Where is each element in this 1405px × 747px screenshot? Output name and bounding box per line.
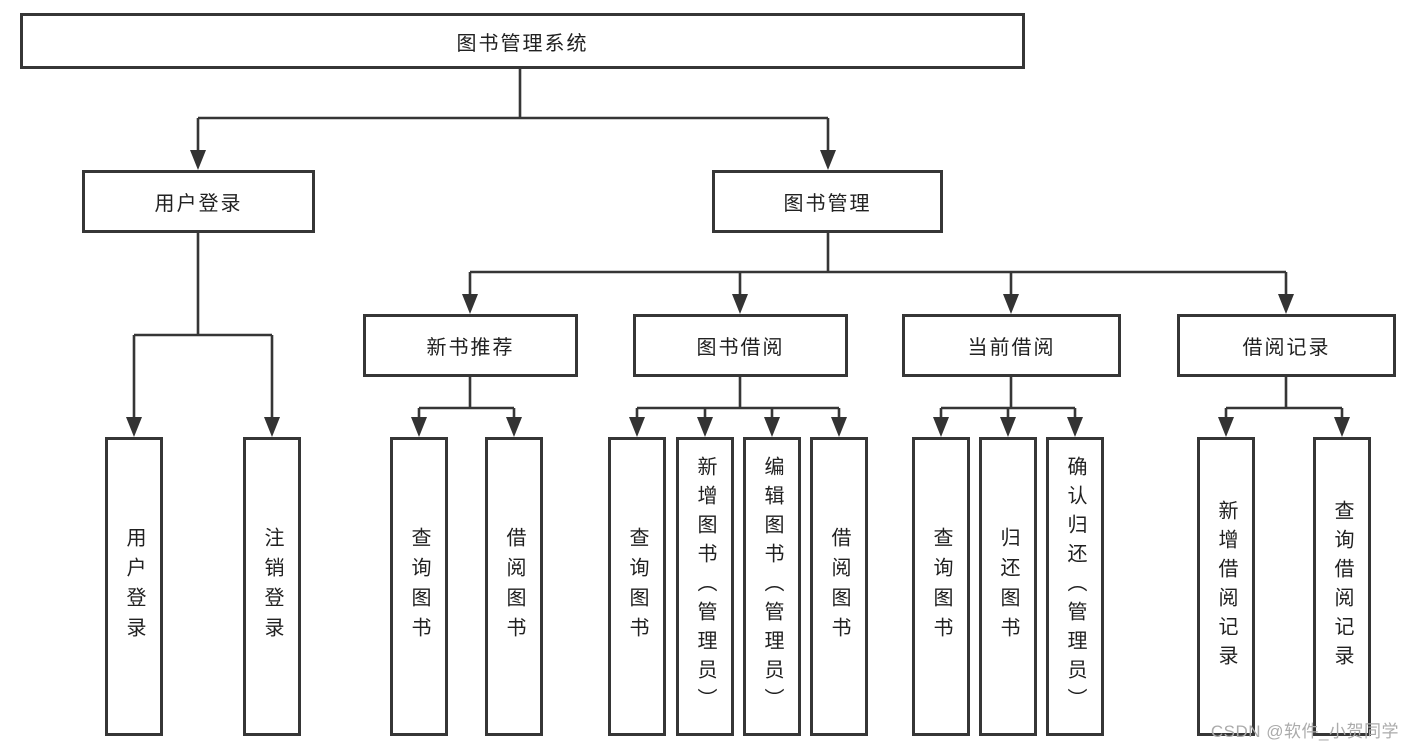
leaf-user-login: 用户登录	[105, 437, 163, 736]
edge-root-to-level2	[196, 69, 830, 158]
leaf-bb-borrow-books: 借阅图书	[810, 437, 868, 736]
edge-book-management-to-sections	[468, 233, 1288, 302]
leaf-bb-query-books: 查询图书	[608, 437, 666, 736]
leaf-bb-add-books-admin: 新增图书（管理员）	[676, 437, 734, 736]
edge-new-book-to-children	[417, 377, 516, 425]
node-book-management: 图书管理	[712, 170, 943, 233]
csdn-watermark: CSDN @软件_小贺同学	[1210, 722, 1399, 741]
leaf-cb-confirm-return-admin: 确认归还（管理员）	[1046, 437, 1104, 736]
node-current-borrowing: 当前借阅	[902, 314, 1121, 377]
edge-book-borrowing-to-children	[635, 377, 841, 425]
connector-lines	[132, 69, 1344, 425]
node-book-borrowing: 图书借阅	[633, 314, 848, 377]
node-borrowing-records: 借阅记录	[1177, 314, 1396, 377]
arrowheads	[126, 150, 1350, 437]
edge-current-borrowing-to-children	[939, 377, 1077, 425]
leaf-br-query-record: 查询借阅记录	[1313, 437, 1371, 736]
leaf-br-add-record: 新增借阅记录	[1197, 437, 1255, 736]
leaf-nb-borrow-books: 借阅图书	[485, 437, 543, 736]
leaf-nb-query-books: 查询图书	[390, 437, 448, 736]
leaf-logout: 注销登录	[243, 437, 301, 736]
node-root-system: 图书管理系统	[20, 13, 1025, 69]
node-user-login: 用户登录	[82, 170, 315, 233]
edge-user-login-to-children	[132, 233, 274, 425]
leaf-bb-edit-books-admin: 编辑图书（管理员）	[743, 437, 801, 736]
node-new-book-recommend: 新书推荐	[363, 314, 578, 377]
edge-borrowing-records-to-children	[1224, 377, 1344, 425]
leaf-cb-query-books: 查询图书	[912, 437, 970, 736]
leaf-cb-return-books: 归还图书	[979, 437, 1037, 736]
